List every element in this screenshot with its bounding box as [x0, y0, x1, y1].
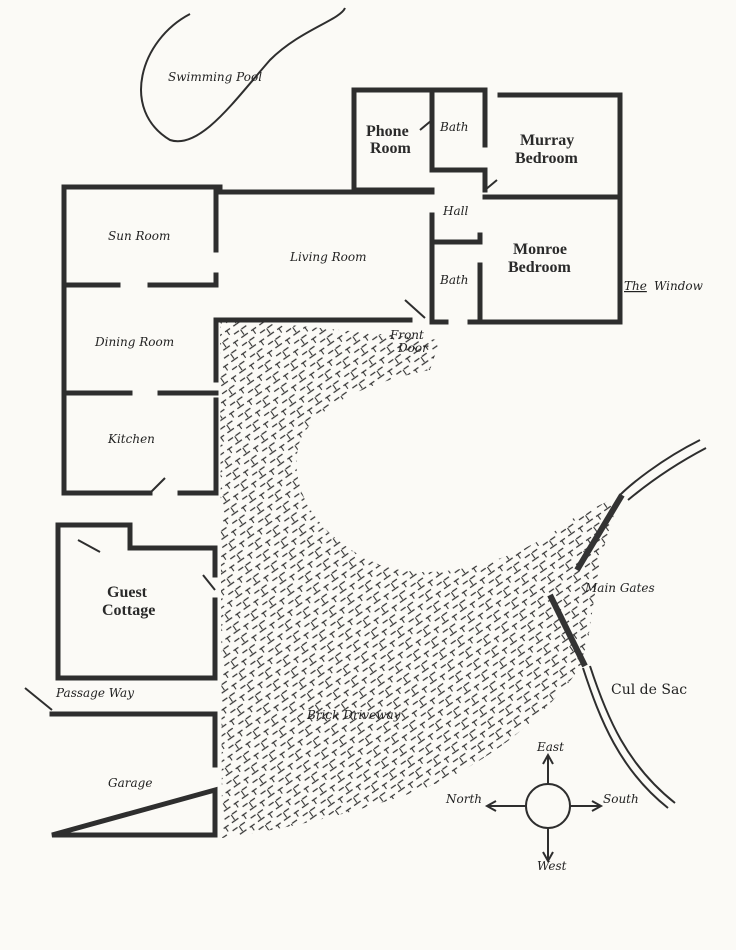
- label-murray-1: Murray: [520, 132, 574, 149]
- label-hall: Hall: [442, 204, 468, 218]
- compass-south: South: [603, 792, 639, 806]
- swimming-pool-outline: [140, 7, 346, 143]
- label-front-door-1: Front: [389, 328, 424, 342]
- label-guest-1: Guest: [107, 584, 148, 601]
- label-brick-driveway: Brick Driveway: [306, 708, 401, 722]
- label-living-room: Living Room: [289, 250, 367, 264]
- walls-west-wing: [61, 184, 435, 496]
- label-sun-room: Sun Room: [108, 229, 170, 243]
- door-swings: [24, 119, 498, 711]
- label-monroe-2: Bedroom: [508, 259, 571, 276]
- label-bath-upper: Bath: [439, 120, 469, 134]
- label-the: The: [624, 279, 647, 293]
- label-phone-room-1: Phone: [366, 123, 409, 140]
- brick-driveway: [220, 318, 620, 838]
- label-passage-way: Passage Way: [55, 686, 134, 700]
- label-phone-room-2: Room: [370, 140, 412, 157]
- label-garage: Garage: [108, 776, 152, 790]
- label-monroe-1: Monroe: [513, 241, 567, 258]
- compass-north: North: [445, 792, 482, 806]
- label-dining-room: Dining Room: [94, 335, 174, 349]
- cul-de-sac-road-1: [582, 667, 669, 809]
- label-bath-lower: Bath: [439, 273, 469, 287]
- compass-east: East: [536, 740, 564, 754]
- label-window: Window: [654, 279, 704, 293]
- main-gate-upper: [574, 493, 625, 572]
- main-gate-lower: [547, 593, 588, 668]
- label-front-door-2: Door: [397, 341, 429, 355]
- label-murray-2: Bedroom: [515, 150, 578, 167]
- label-main-gates: Main Gates: [584, 581, 655, 595]
- compass-rose: [484, 752, 604, 864]
- compass-west: West: [537, 859, 567, 873]
- label-kitchen: Kitchen: [107, 432, 155, 446]
- label-guest-2: Cottage: [102, 602, 155, 619]
- cul-de-sac-road-2: [589, 665, 676, 804]
- road-curve-outer: [627, 447, 707, 501]
- walls-outbuildings: [49, 522, 218, 838]
- label-swimming-pool: Swimming Pool: [168, 70, 262, 84]
- label-cul-de-sac: Cul de Sac: [611, 682, 687, 698]
- walls-east-wing: [351, 87, 623, 325]
- road-curve-inner: [619, 439, 701, 496]
